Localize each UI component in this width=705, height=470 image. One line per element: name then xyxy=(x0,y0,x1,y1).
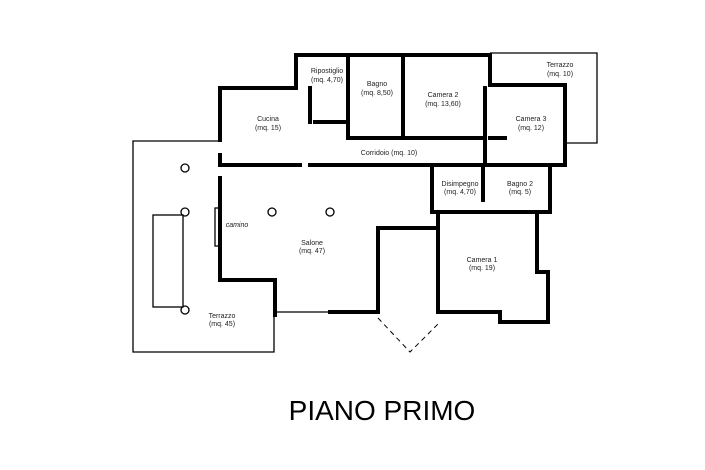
room-disimpegno: Disimpegno xyxy=(442,181,479,188)
terraces xyxy=(132,52,598,353)
room-area: (mq. 8,50) xyxy=(361,90,393,97)
room-area: (mq. 5) xyxy=(509,189,531,196)
room-terrazzo-10: Terrazzo xyxy=(547,62,574,69)
room-camera-3: Camera 3 xyxy=(516,116,547,123)
plan-title: PIANO PRIMO xyxy=(289,395,476,426)
walls xyxy=(214,53,567,324)
columns xyxy=(180,163,335,315)
room-camera-2: Camera 2 xyxy=(428,92,459,99)
room-area: (mq. 12) xyxy=(518,125,544,132)
room-salone: Salone xyxy=(301,240,323,247)
fireplace-label: camino xyxy=(226,222,249,229)
room-labels: Ripostiglio (mq. 4,70) Bagno (mq. 8,50) … xyxy=(209,62,574,328)
room-camera-1: Camera 1 xyxy=(467,257,498,264)
room-terrazzo-45: Terrazzo xyxy=(209,313,236,320)
room-bagno: Bagno xyxy=(367,81,387,88)
room-area: (mq. 19) xyxy=(469,265,495,272)
room-cucina: Cucina xyxy=(257,116,279,123)
room-area: (mq. 4,70) xyxy=(311,77,343,84)
room-area: (mq. 13,60) xyxy=(425,101,461,108)
room-area: (mq. 4,70) xyxy=(444,189,476,196)
room-bagno-2: Bagno 2 xyxy=(507,181,533,188)
room-ripostiglio: Ripostiglio xyxy=(311,68,343,75)
room-area: (mq. 10) xyxy=(547,71,573,78)
room-corridoio: Corridoio (mq. 10) xyxy=(361,150,417,157)
entrance-door xyxy=(377,317,441,353)
room-area: (mq. 15) xyxy=(255,125,281,132)
room-area: (mq. 47) xyxy=(299,248,325,255)
room-area: (mq. 45) xyxy=(209,321,235,328)
